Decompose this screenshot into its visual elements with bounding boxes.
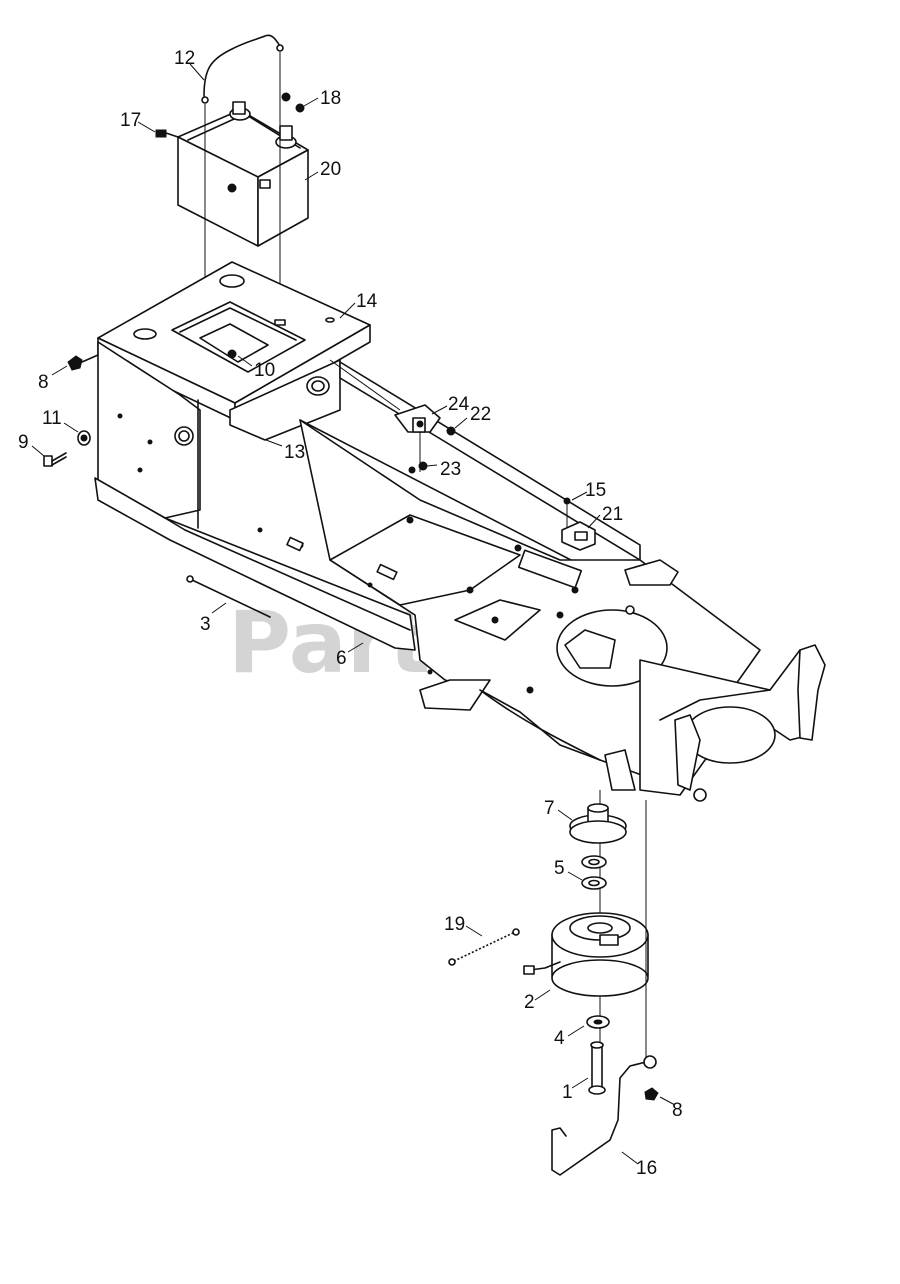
bolt-17 — [155, 129, 179, 138]
callout-6: 6 — [336, 648, 347, 669]
bolt-8b — [644, 1087, 659, 1101]
callout-9: 9 — [18, 432, 29, 453]
callout-12: 12 — [174, 48, 195, 69]
rod-16 — [551, 1061, 647, 1176]
callout-labels: 12 18 17 20 14 8 10 11 9 13 24 22 23 15 … — [18, 48, 683, 1179]
cable-tie — [189, 578, 271, 618]
callout-22: 22 — [470, 404, 491, 425]
callout-24: 24 — [448, 394, 470, 415]
callout-17: 17 — [120, 110, 141, 131]
callout-3: 3 — [200, 614, 211, 635]
battery — [177, 101, 309, 247]
callout-20: 20 — [320, 159, 341, 180]
hold-down-rod — [203, 34, 281, 97]
callout-7: 7 — [544, 798, 555, 819]
bolt-9 — [43, 452, 67, 467]
callout-11: 11 — [42, 408, 62, 429]
bolt-1 — [588, 1041, 606, 1095]
tray-support — [229, 359, 341, 441]
leader-lines — [31, 63, 676, 1165]
callout-2: 2 — [524, 992, 535, 1013]
callout-19: 19 — [444, 914, 465, 935]
callout-14: 14 — [356, 291, 378, 312]
battery-tray — [97, 261, 371, 421]
callout-5: 5 — [554, 858, 565, 879]
callout-21: 21 — [602, 504, 623, 525]
bolt-15 — [563, 497, 571, 505]
callout-13: 13 — [284, 442, 305, 463]
callout-15: 15 — [585, 480, 606, 501]
pulley-7 — [569, 803, 627, 844]
callout-16: 16 — [636, 1158, 657, 1179]
callout-8-top: 8 — [38, 372, 49, 393]
nut-18b — [295, 103, 305, 113]
fastener-23 — [418, 461, 428, 471]
bolt-8a — [67, 354, 99, 371]
nut-22 — [446, 426, 456, 436]
washer-11 — [77, 430, 91, 446]
relay-21 — [561, 521, 596, 551]
switch-bracket — [394, 404, 441, 433]
spring-19 — [448, 928, 520, 966]
pto-clutch — [523, 912, 649, 997]
nut-18c — [227, 183, 237, 193]
nut-18a — [281, 92, 291, 102]
callout-10: 10 — [254, 360, 275, 381]
callout-23: 23 — [440, 459, 461, 480]
callout-1: 1 — [562, 1082, 573, 1103]
callout-4: 4 — [554, 1028, 565, 1049]
callout-8-bottom: 8 — [672, 1100, 683, 1121]
callout-18: 18 — [320, 88, 341, 109]
